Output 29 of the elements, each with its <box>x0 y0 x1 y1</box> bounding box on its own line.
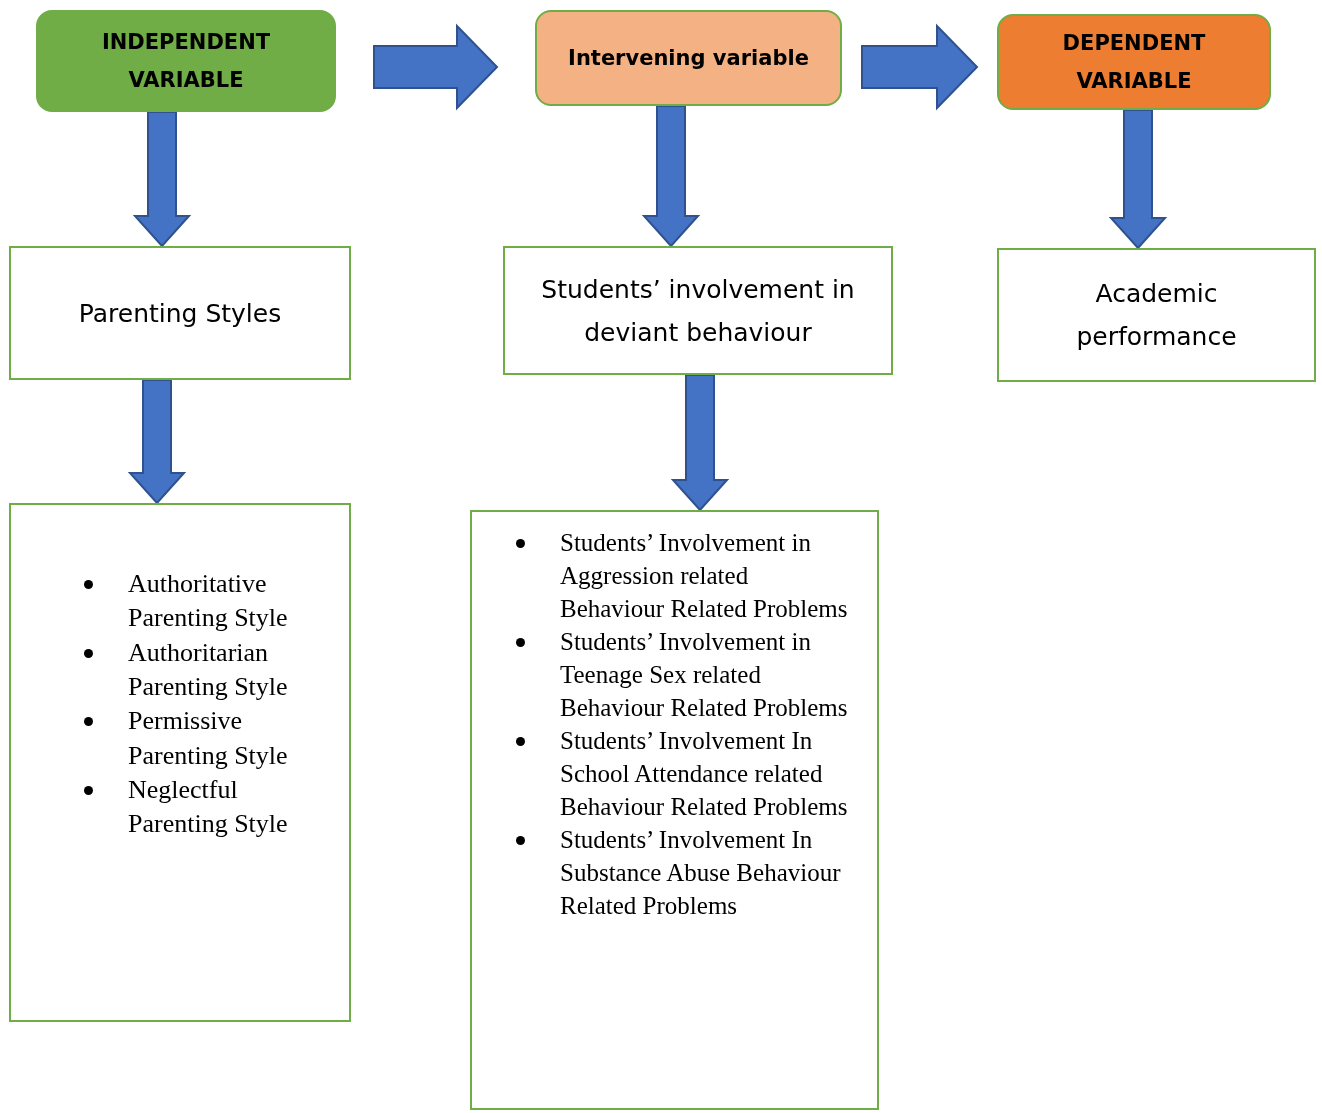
header-text: DEPENDENT VARIABLE <box>1061 30 1207 95</box>
block-arrow <box>861 23 979 111</box>
block-arrow <box>670 374 730 512</box>
header-text: INDEPENDENT VARIABLE <box>100 29 272 94</box>
block-arrow <box>127 379 187 505</box>
concept-text: Parenting Styles <box>78 297 282 330</box>
list-item-text: Authoritative Parenting Style <box>128 569 288 633</box>
list-box <box>9 503 351 1022</box>
block-arrow <box>373 23 499 111</box>
concept-box <box>997 248 1316 382</box>
variable-header-box <box>535 10 842 106</box>
list-item-text: Authoritarian Parenting Style <box>128 637 288 701</box>
variable-header-box <box>36 10 336 112</box>
concept-box <box>503 246 893 375</box>
list-item-text: Students’ Involvement in Teenage Sex related Behaviour Related Problems <box>560 628 848 721</box>
list-box <box>470 510 879 1110</box>
list-item-text: Students’ Involvement In Substance Abuse Behaviour Related Problems <box>560 826 841 919</box>
concept-text: Academic performance <box>1075 278 1238 353</box>
block-arrow <box>641 105 701 248</box>
list-item-text: Neglectful Parenting Style <box>128 774 288 839</box>
list-item-text: Students’ Involvement in Aggression related Behaviour Related Problems <box>560 529 848 622</box>
concept-box <box>9 246 351 380</box>
block-arrow <box>1108 109 1168 250</box>
header-text: Intervening variable <box>568 45 809 72</box>
block-arrow <box>132 111 192 248</box>
list-item-text: Students’ Involvement In School Attendance related Behaviour Related Problems <box>560 727 848 820</box>
concept-text: Students’ involvement in deviant behaviour <box>540 273 856 349</box>
variable-header-box <box>997 14 1271 110</box>
list-item-text: Permissive Parenting Style <box>128 706 288 770</box>
